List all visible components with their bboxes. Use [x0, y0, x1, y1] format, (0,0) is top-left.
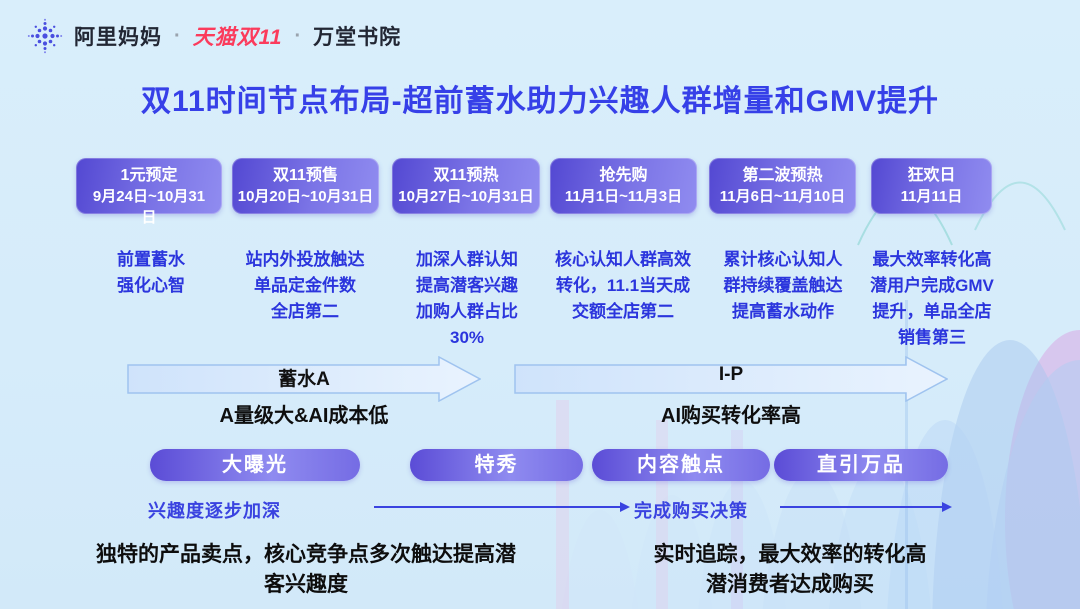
phase-name: 双11预热 — [433, 167, 499, 184]
phase-description: 加深人群认知 提高潜客兴趣 加购人群占比 30% — [416, 250, 518, 347]
page-title: 双11时间节点布局-超前蓄水助力兴趣人群增量和GMV提升 — [140, 85, 940, 118]
flow-arrow-icon — [374, 502, 630, 512]
phase-description: 累计核心认知人 群持续覆盖触达 提高蓄水动作 — [723, 250, 843, 321]
phase-name: 1元预定 — [120, 167, 178, 184]
brand-tmall-double11: 天猫双11 — [192, 26, 283, 49]
phase-name: 抢先购 — [599, 167, 648, 184]
phase-name: 狂欢日 — [907, 167, 956, 184]
brand-separator: · — [294, 24, 302, 47]
flow-arrow-icon — [780, 502, 952, 512]
pill-texiu: 特秀 — [410, 449, 583, 481]
pill-direct-link: 直引万品 — [774, 449, 948, 481]
flow-note-interest: 兴趣度逐步加深 — [148, 501, 281, 521]
alimama-logo-icon — [26, 17, 64, 55]
phase-box-early-buy: 抢先购 11月1日~11月3日 — [550, 158, 697, 214]
phase-description: 最大效率转化高 潜用户完成GMV 提升，单品全店 销售第三 — [870, 250, 994, 347]
footnote-left: 独特的产品卖点，核心竞争点多次触达提高潜 客兴趣度 — [96, 543, 516, 596]
pill-big-exposure: 大曝光 — [150, 449, 360, 481]
stage-arrow-right — [514, 356, 948, 402]
phase-box-carnival-day: 狂欢日 11月11日 — [871, 158, 992, 214]
phase-box-1yuan-preorder: 1元预定 9月24日~10月31日 — [76, 158, 222, 226]
flow-note-purchase: 完成购买决策 — [634, 501, 748, 521]
phase-date: 11月11日 — [900, 188, 963, 205]
stage-arrow-caption: A量级大&AI成本低 — [219, 405, 389, 427]
stage-arrow-label: 蓄水A — [278, 369, 330, 390]
brand-separator: · — [174, 24, 181, 47]
phase-date: 9月24日~10月31日 — [92, 188, 206, 226]
stage-arrow-label: I-P — [718, 364, 744, 385]
phase-description: 前置蓄水 强化心智 — [117, 250, 185, 295]
phase-date: 11月1日~11月3日 — [564, 188, 683, 205]
phase-name: 双11预售 — [273, 167, 338, 184]
phase-date: 11月6日~11月10日 — [719, 188, 846, 205]
brand-wantang: 万堂书院 — [313, 26, 402, 49]
pill-content-touchpoint: 内容触点 — [592, 449, 770, 481]
phase-box-presale: 双11预售 10月20日~10月31日 — [232, 158, 379, 214]
phase-description: 核心认知人群高效 转化，11.1当天成 交额全店第二 — [555, 250, 691, 321]
phase-name: 第二波预热 — [742, 167, 823, 184]
brand-alimama: 阿里妈妈 — [74, 26, 162, 49]
stage-arrow-caption: AI购买转化率高 — [661, 405, 801, 427]
phase-box-prewarm: 双11预热 10月27日~10月31日 — [392, 158, 540, 214]
phase-description: 站内外投放触达 单品定金件数 全店第二 — [245, 250, 365, 321]
phase-date: 10月20日~10月31日 — [237, 188, 374, 205]
phase-date: 10月27日~10月31日 — [398, 188, 534, 205]
brand-header: 阿里妈妈 · 天猫双11 · 万堂书院 — [26, 17, 401, 55]
footnote-right: 实时追踪，最大效率的转化高 潜消费者达成购买 — [653, 543, 927, 596]
stage-arrow-left — [127, 356, 481, 402]
phase-box-second-wave: 第二波预热 11月6日~11月10日 — [709, 158, 856, 214]
